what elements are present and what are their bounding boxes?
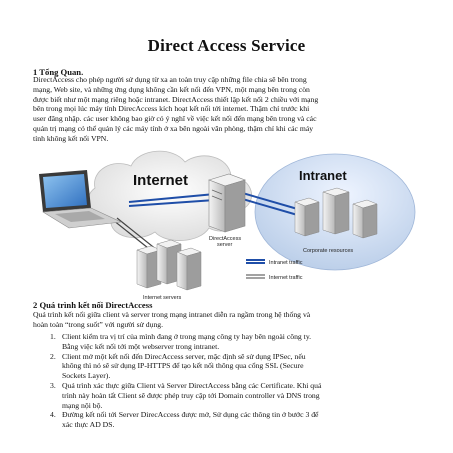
list-item-number: 3.	[50, 380, 56, 390]
section1-line: DirectAccess cho phép người sử dụng từ x…	[33, 75, 307, 84]
list-item-number: 2.	[50, 351, 56, 361]
list-item: 3. Quá trình xác thực giữa Client và Ser…	[33, 381, 433, 410]
corporate-resources-icon	[294, 187, 378, 239]
list-item-line: Đường kết nối tới Server DirecAccess đượ…	[62, 410, 319, 420]
list-item: 2. Client mở một kết nối đến DirecAccess…	[33, 352, 433, 381]
legend-internet-label: Internet traffic	[269, 275, 303, 281]
section1-line: user đăng nhập. các user không bao giờ c…	[33, 114, 317, 124]
list-item-line: Bằng việc kết nối tới một webserver tron…	[62, 341, 220, 351]
section1-line: mạng, Web site, và những ứng dụng không …	[33, 84, 310, 94]
list-item-line: trình này hoàn tất Client sẽ được phép t…	[62, 390, 320, 400]
section1-line: quản trị mạng có thể quản lý các máy tín…	[33, 123, 314, 133]
laptop-icon	[39, 170, 123, 229]
section2-intro-line: hoàn toàn “trong suốt” với người sử dụng…	[33, 319, 164, 329]
list-item-line: Client mở một kết nối đến DirecAccess se…	[62, 351, 306, 361]
directaccess-server-label: DirectAccess	[209, 236, 241, 242]
list-item: 1. Client kiểm tra vị trí của mình đang …	[33, 332, 433, 352]
list-item-line: Client kiểm tra vị trí của mình đang ở t…	[62, 332, 312, 341]
document-title: Direct Access Service	[147, 36, 306, 55]
diagram-legend: Intranet traffic Internet traffic	[246, 259, 303, 281]
section1-paragraph: DirectAccess cho phép người sử dụng từ x…	[33, 75, 427, 144]
list-item-line: mạng nội bộ.	[62, 400, 103, 410]
internet-servers-label: Internet servers	[143, 295, 181, 301]
directaccess-server-icon	[208, 173, 246, 233]
internet-traffic-lines	[112, 217, 158, 253]
section2-intro: Quá trình kết nối giữa client và server …	[33, 310, 427, 330]
list-item-line: Sockets Layer).	[62, 371, 111, 381]
section2-intro-line: Quá trình kết nối giữa client và server …	[33, 310, 311, 319]
list-item-line: Quá trình xác thực giữa Client và Server…	[62, 380, 322, 390]
list-item: 4. Đường kết nối tới Server DirecAccess …	[33, 410, 433, 430]
intranet-traffic-lines	[128, 191, 302, 217]
section1-heading: 1 Tổng Quan.	[33, 67, 84, 77]
section1-line: tính không kết nối VPN.	[33, 133, 109, 143]
internet-servers-icon	[136, 239, 202, 291]
directaccess-server-label: server	[217, 242, 232, 248]
steps-list: 1. Client kiểm tra vị trí của mình đang …	[33, 332, 433, 430]
list-item-line: không thì nó sẽ sử dụng IP-HTTPS để tạo …	[62, 361, 304, 371]
list-item-number: 1.	[50, 332, 56, 341]
legend-intranet-label: Intranet traffic	[269, 260, 303, 266]
corporate-resources-label: Corporate resources	[303, 248, 353, 254]
list-item-number: 4.	[50, 410, 56, 420]
network-diagram-svg: Internet Intranet	[39, 150, 416, 301]
network-diagram: Internet Intranet	[33, 140, 433, 302]
section1-line: bên trong mọi lúc máy tính DirecAccess k…	[33, 104, 310, 114]
section2-heading: 2 Quá trình kết nối DirectAccess	[33, 300, 153, 310]
section1-line: được biết như một mạng riêng hoặc intran…	[33, 94, 319, 104]
intranet-label: Intranet	[299, 168, 347, 183]
internet-label: Internet	[133, 172, 188, 189]
list-item-line: xác thực AD DS.	[62, 420, 115, 430]
